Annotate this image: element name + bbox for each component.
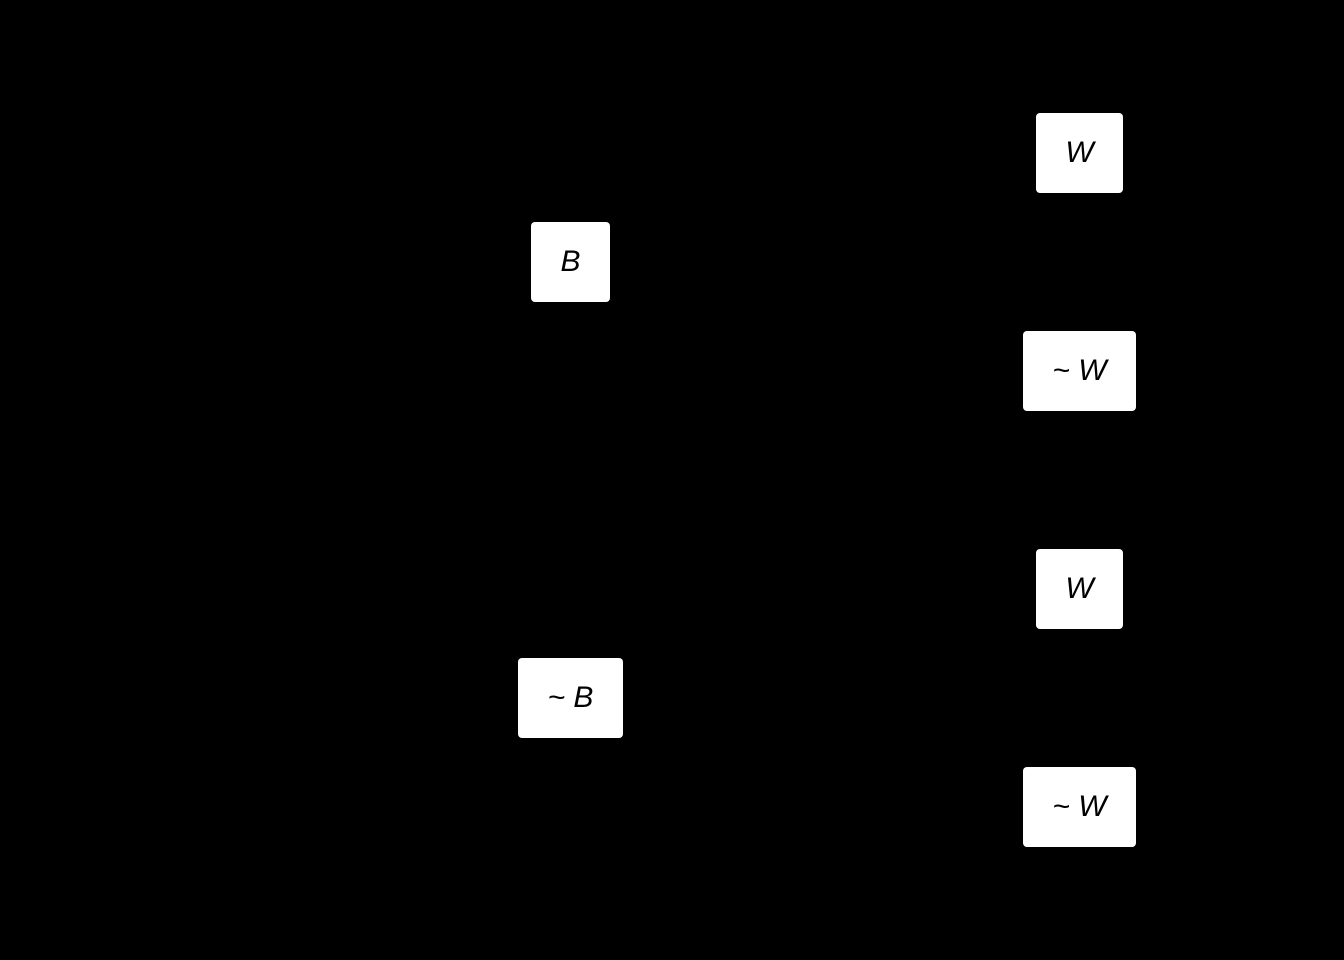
node-w-lower-label: W [1065, 572, 1094, 605]
node-not-b: ~ B [518, 658, 623, 738]
node-b: B [531, 222, 610, 302]
node-w-lower: W [1036, 549, 1123, 629]
node-not-w-lower-label: ~ W [1052, 790, 1107, 823]
node-not-w-upper-label: ~ W [1052, 354, 1107, 387]
node-not-w-upper: ~ W [1023, 331, 1136, 411]
node-w-upper: W [1036, 113, 1123, 193]
node-w-upper-label: W [1065, 136, 1094, 169]
node-b-label: B [560, 245, 581, 278]
node-not-w-lower: ~ W [1023, 767, 1136, 847]
node-not-b-label: ~ B [547, 681, 594, 714]
